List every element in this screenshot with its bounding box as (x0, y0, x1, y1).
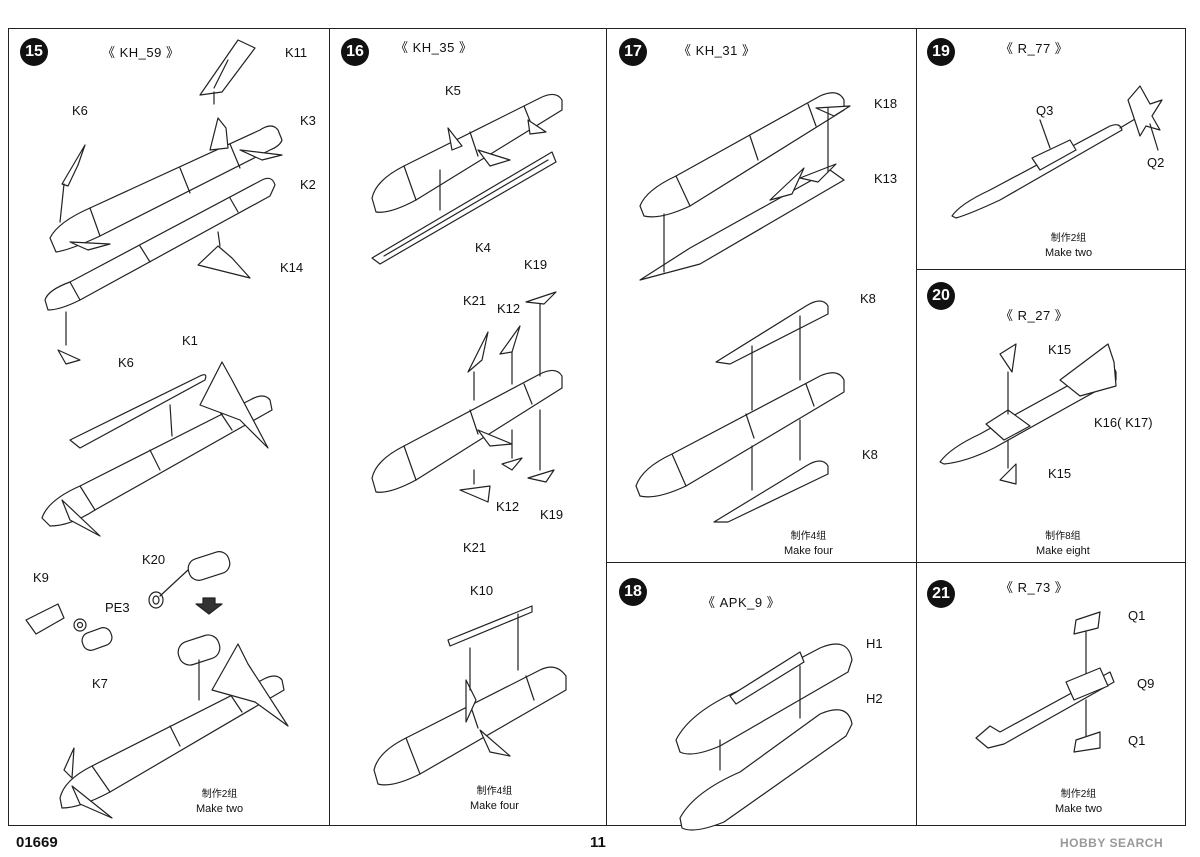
quantity-note-cn: 制作8组 (1045, 531, 1081, 542)
part-label-k19-lower: K19 (540, 507, 564, 522)
step-21-quantity-note: 制作2组 Make two (1055, 788, 1102, 816)
part-label-q1-lower: Q1 (1128, 733, 1146, 748)
part-label-h1: H1 (866, 636, 883, 651)
step-18-title: 《 APK_9 》 (702, 595, 781, 610)
part-label-k19-upper: K19 (524, 257, 548, 272)
part-label-k14: K14 (280, 260, 304, 275)
quantity-note-en: Make two (1055, 803, 1103, 815)
quantity-note-en: Make two (196, 803, 244, 815)
quantity-note-cn: 制作2组 (1060, 789, 1097, 800)
part-label-k12-lower: K12 (496, 499, 520, 514)
step-number-16: 16 (341, 38, 369, 66)
quantity-note-cn: 制作2组 (201, 789, 238, 800)
part-label-k10: K10 (470, 583, 494, 598)
step-number-21: 21 (927, 580, 955, 608)
step-17-quantity-note: 制作4组 Make four (784, 530, 833, 558)
part-label-k1: K1 (182, 333, 198, 348)
step-15-quantity-note: 制作2组 Make two (196, 788, 243, 816)
part-label-k16-k17: K16( K17) (1094, 415, 1153, 430)
quantity-note-en: Make two (1045, 247, 1093, 259)
step-number-15: 15 (20, 38, 48, 66)
part-label-k21-lower: K21 (463, 540, 487, 555)
quantity-note-en: Make eight (1036, 545, 1090, 557)
part-label-k18: K18 (874, 96, 898, 111)
part-label-k13: K13 (874, 171, 898, 186)
part-label-q3: Q3 (1036, 103, 1054, 118)
step-number-17: 17 (619, 38, 647, 66)
product-code: 01669 (16, 834, 58, 851)
step-16-quantity-note: 制作4组 Make four (470, 785, 519, 813)
step-21-title: 《 R_73 》 (1000, 580, 1069, 595)
part-label-k7: K7 (92, 676, 108, 691)
quantity-note-cn: 制作4组 (476, 786, 513, 797)
step-number-20: 20 (927, 282, 955, 310)
step-19-title: 《 R_77 》 (1000, 41, 1069, 56)
step-17-title: 《 KH_31 》 (678, 43, 756, 58)
part-label-k4: K4 (475, 240, 491, 255)
step-20-title: 《 R_27 》 (1000, 308, 1069, 323)
part-label-k15-upper: K15 (1048, 342, 1072, 357)
part-label-k2: K2 (300, 177, 316, 192)
part-label-q9: Q9 (1137, 676, 1155, 691)
part-label-k9: K9 (33, 570, 49, 585)
part-label-k6-upper: K6 (72, 103, 88, 118)
quantity-note-cn: 制作4组 (790, 531, 827, 542)
part-label-k15-lower: K15 (1048, 466, 1072, 481)
quantity-note-en: Make four (470, 800, 519, 812)
step-number-19: 19 (927, 38, 955, 66)
part-label-pe3: PE3 (105, 600, 130, 615)
quantity-note-en: Make four (784, 545, 833, 557)
part-label-k20: K20 (142, 552, 166, 567)
step-20-quantity-note: 制作8组 Make eight (1036, 530, 1090, 558)
step-16-title: 《 KH_35 》 (395, 40, 473, 55)
part-label-k8-lower: K8 (862, 447, 878, 462)
step-number-18: 18 (619, 578, 647, 606)
watermark: HOBBY SEARCH (1060, 836, 1164, 850)
part-label-k21-upper: K21 (463, 293, 487, 308)
part-label-q2: Q2 (1147, 155, 1165, 170)
part-label-k5: K5 (445, 83, 461, 98)
part-label-k8-upper: K8 (860, 291, 876, 306)
part-label-h2: H2 (866, 691, 883, 706)
part-label-k6-lower: K6 (118, 355, 134, 370)
panel-step-21 (916, 562, 1186, 826)
page-number: 11 (590, 834, 606, 851)
part-label-q1-upper: Q1 (1128, 608, 1146, 623)
part-label-k12-upper: K12 (497, 301, 521, 316)
step-15-title: 《 KH_59 》 (102, 45, 180, 60)
quantity-note-cn: 制作2组 (1050, 233, 1087, 244)
part-label-k3: K3 (300, 113, 316, 128)
part-label-k11: K11 (285, 45, 308, 60)
step-19-quantity-note: 制作2组 Make two (1045, 232, 1092, 260)
